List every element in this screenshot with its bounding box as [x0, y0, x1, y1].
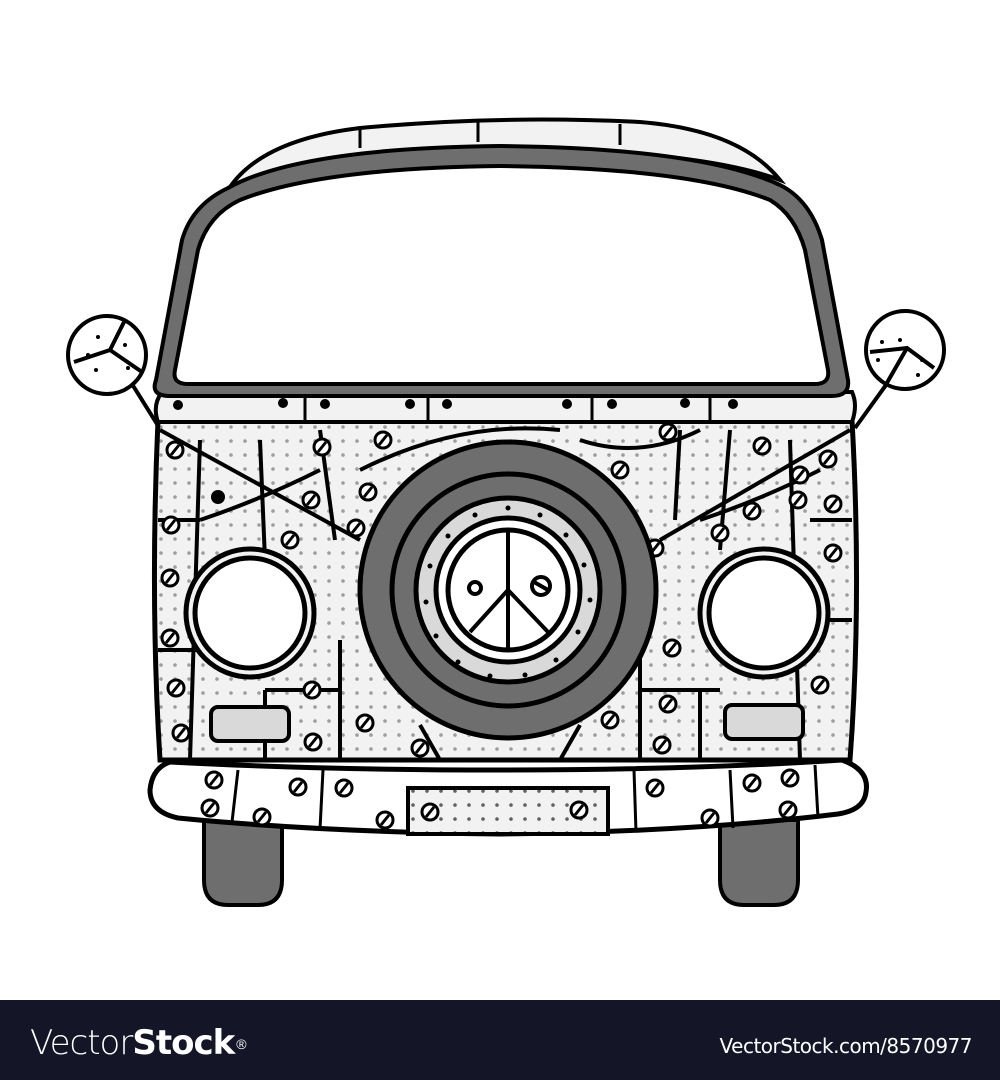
brand-bold: Stock — [132, 1023, 235, 1063]
brand-light: Vector — [30, 1023, 133, 1063]
wheel-left — [202, 818, 284, 907]
windshield — [152, 143, 851, 398]
turn-signal-left — [209, 705, 291, 743]
van-illustration — [66, 117, 946, 907]
wheel-right — [718, 818, 800, 907]
peace-sign-icon — [467, 532, 552, 648]
headlight-left — [183, 546, 317, 680]
vectorstock-logo: VectorStock® — [30, 1022, 247, 1063]
side-mirror-right — [853, 309, 946, 430]
turn-signal-right — [723, 703, 805, 741]
registered-mark: ® — [236, 1036, 246, 1052]
headlight-right — [697, 546, 831, 680]
windshield-trim — [153, 390, 857, 424]
watermark-footer: VectorStock® VectorStock.com/8570977 — [0, 1000, 1000, 1080]
illustration-canvas — [66, 117, 946, 907]
license-plate — [406, 786, 610, 836]
image-reference: VectorStock.com/8570977 — [719, 1034, 973, 1058]
side-mirror-left — [66, 314, 164, 434]
